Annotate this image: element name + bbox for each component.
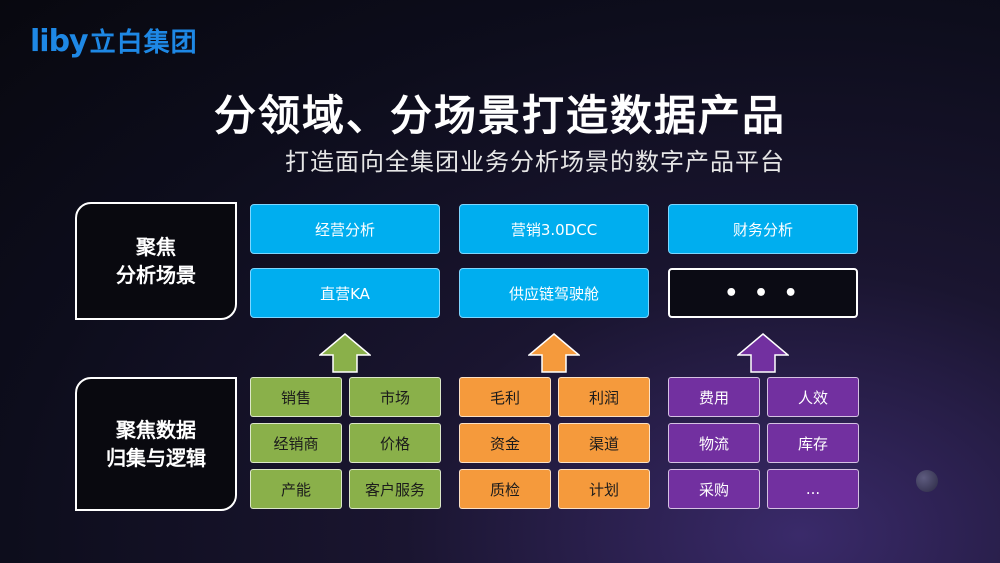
logo-latin: liby (30, 24, 89, 59)
logo-chinese: 立白集团 (89, 28, 198, 58)
up-arrow-icon (737, 333, 789, 373)
data-cell: 客户服务 (349, 469, 441, 509)
company-logo: liby立白集团 (30, 22, 198, 59)
page-subtitle: 打造面向全集团业务分析场景的数字产品平台 (285, 148, 785, 176)
up-arrow-icon (528, 333, 580, 373)
planet-decoration (916, 470, 938, 492)
scene-box: 营销3.0DCC (459, 204, 649, 254)
side-label-analysis-scenes: 聚焦 分析场景 (75, 202, 237, 320)
data-cell: 计划 (558, 469, 650, 509)
scene-box-more: • • • (668, 268, 858, 318)
data-cell: 市场 (349, 377, 441, 417)
data-cell: 毛利 (459, 377, 551, 417)
data-cell: 物流 (668, 423, 760, 463)
data-cell: 渠道 (558, 423, 650, 463)
data-cell: 经销商 (250, 423, 342, 463)
data-cell: 利润 (558, 377, 650, 417)
data-cell: 产能 (250, 469, 342, 509)
data-cell: 质检 (459, 469, 551, 509)
data-cell: 采购 (668, 469, 760, 509)
scene-box: 财务分析 (668, 204, 858, 254)
data-cell: 价格 (349, 423, 441, 463)
page-title: 分领域、分场景打造数据产品 (213, 91, 786, 140)
data-cell: 销售 (250, 377, 342, 417)
data-cell: 费用 (668, 377, 760, 417)
data-cell: 人效 (767, 377, 859, 417)
data-cell: 库存 (767, 423, 859, 463)
data-cell: 资金 (459, 423, 551, 463)
scene-box: 直营KA (250, 268, 440, 318)
scene-box: 经营分析 (250, 204, 440, 254)
scene-box: 供应链驾驶舱 (459, 268, 649, 318)
up-arrow-icon (319, 333, 371, 373)
data-cell: ... (767, 469, 859, 509)
side-label-data-logic: 聚焦数据 归集与逻辑 (75, 377, 237, 511)
